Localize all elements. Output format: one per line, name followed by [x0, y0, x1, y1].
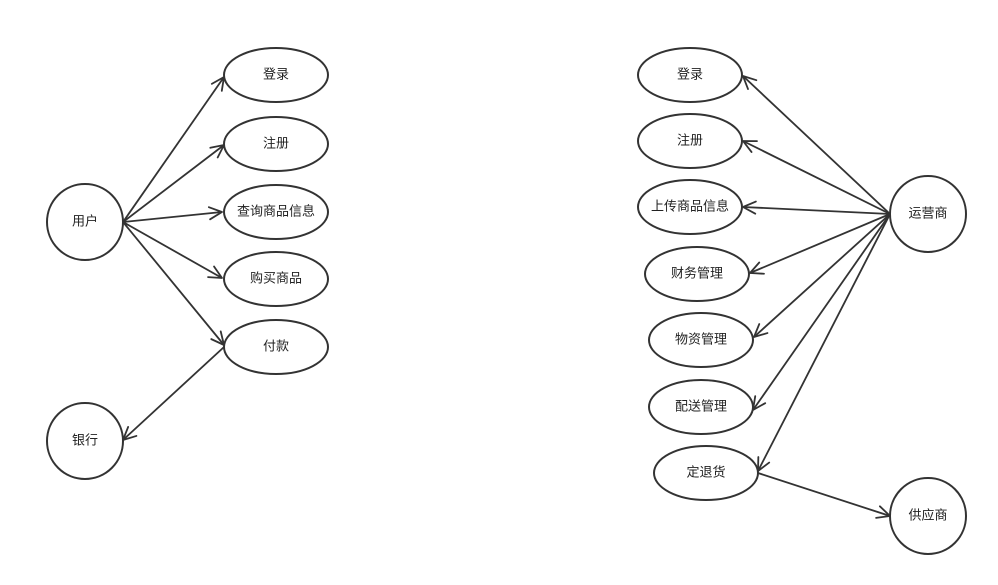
use-case-ellipse [223, 184, 329, 240]
arrowhead [753, 323, 769, 338]
edge-line [742, 206, 891, 215]
edge-line [122, 221, 225, 346]
edge-u_pay-to-bank [122, 346, 225, 441]
use-case-ellipse [223, 251, 329, 307]
actor-label: 运营商 [908, 207, 947, 222]
use-case-o_register: 注册 [637, 113, 743, 169]
edge-line [742, 140, 891, 215]
use-case-o_login: 登录 [637, 47, 743, 103]
edge-user-to-u_query [122, 206, 223, 223]
actor-supplier: 供应商 [889, 477, 967, 555]
actor-operator: 运营商 [889, 175, 967, 253]
actor-label: 供应商 [908, 508, 947, 524]
use-case-label: 登录 [677, 68, 703, 83]
use-case-ellipse [644, 246, 750, 302]
use-case-label: 财务管理 [671, 266, 723, 282]
edge-user-to-u_login [122, 76, 225, 223]
use-case-label: 上传商品信息 [651, 199, 729, 215]
arrowhead [742, 75, 758, 90]
actor-label: 银行 [72, 434, 98, 449]
edge-line [749, 213, 891, 274]
use-case-ellipse [637, 179, 743, 235]
edge-operator-to-o_register [742, 140, 891, 215]
use-case-ellipse [223, 47, 329, 103]
actor-label: 用户 [72, 214, 98, 230]
edge-operator-to-o_material [753, 213, 891, 338]
edge-line [122, 221, 223, 279]
edge-line [753, 213, 891, 338]
edge-line [122, 76, 225, 223]
edges-layer [122, 75, 891, 519]
use-case-ellipse [653, 445, 759, 501]
edge-line [122, 144, 225, 223]
arrowhead [207, 206, 223, 221]
use-case-label: 购买商品 [250, 271, 302, 287]
use-case-o_finance: 财务管理 [644, 246, 750, 302]
actor-user: 用户 [46, 183, 124, 261]
use-case-ellipse [648, 312, 754, 368]
use-case-ellipse [637, 113, 743, 169]
use-case-o_upload: 上传商品信息 [637, 179, 743, 235]
use-case-ellipse [637, 47, 743, 103]
edge-o_return-to-supplier [757, 472, 891, 519]
use-case-u_query: 查询商品信息 [223, 184, 329, 240]
use-case-label: 注册 [677, 134, 703, 149]
arrowhead [749, 261, 765, 275]
use-case-label: 物资管理 [675, 333, 727, 348]
edge-user-to-u_pay [122, 221, 225, 346]
edge-user-to-u_buy [122, 221, 223, 279]
actor-circle [889, 477, 967, 555]
edge-line [742, 75, 891, 215]
edge-operator-to-o_login [742, 75, 891, 215]
arrowhead [207, 265, 223, 279]
use-case-label: 配送管理 [675, 400, 727, 415]
edge-line [752, 213, 891, 411]
use-case-o_return: 定退货 [653, 445, 759, 501]
edge-line [757, 213, 891, 472]
edge-line [757, 472, 891, 517]
use-case-u_buy: 购买商品 [223, 251, 329, 307]
edge-line [122, 346, 225, 441]
edge-operator-to-o_finance [749, 213, 891, 275]
use-case-u_login: 登录 [223, 47, 329, 103]
use-case-ellipse [223, 116, 329, 172]
edge-user-to-u_register [122, 144, 225, 223]
edge-line [122, 211, 223, 223]
use-case-label: 定退货 [686, 465, 725, 481]
actor-bank: 银行 [46, 402, 124, 480]
use-case-u_register: 注册 [223, 116, 329, 172]
use-case-ellipse [648, 379, 754, 435]
use-case-label: 注册 [263, 137, 289, 152]
edge-operator-to-o_return [757, 213, 891, 472]
use-case-ellipse [223, 319, 329, 375]
use-case-o_material: 物资管理 [648, 312, 754, 368]
use-case-u_pay: 付款 [223, 319, 329, 375]
use-case-label: 登录 [263, 68, 289, 83]
use-case-label: 查询商品信息 [237, 204, 315, 220]
use-case-label: 付款 [263, 340, 289, 355]
actor-circle [889, 175, 967, 253]
actor-circle [46, 402, 124, 480]
use-case-o_delivery: 配送管理 [648, 379, 754, 435]
actor-circle [46, 183, 124, 261]
